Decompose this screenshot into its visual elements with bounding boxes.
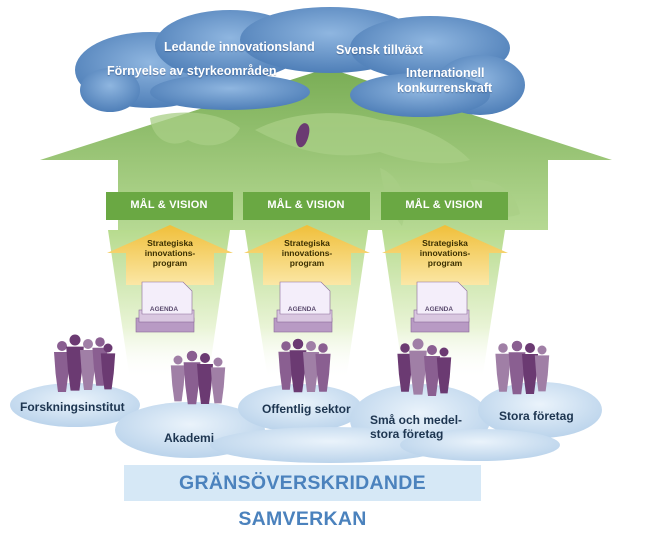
person-icon [303, 341, 319, 392]
person-icon [197, 353, 213, 404]
stakeholder-large-companies: Stora företag [499, 409, 574, 423]
cross-border-collaboration-banner: GRÄNSÖVERSKRIDANDE SAMVERKAN [124, 465, 481, 530]
goal-box-label-1: MÅL & VISION [130, 199, 208, 211]
bottom-clouds [10, 382, 602, 463]
program-label-1: Strategiska innovations- program [144, 238, 196, 269]
stakeholder-sme-line2: stora företag [370, 427, 444, 441]
person-icon [397, 343, 413, 392]
person-icon [495, 343, 511, 392]
program-arrows [107, 225, 508, 285]
agenda-label-1: AGENDA [149, 306, 179, 313]
goal-box-label-3: MÅL & VISION [405, 199, 483, 211]
person-icon [315, 343, 331, 392]
goal-text-leading: Ledande innovationsland [164, 40, 315, 54]
collaboration-diagram [10, 7, 612, 463]
person-icon [170, 355, 186, 402]
goal-boxes [106, 192, 508, 220]
person-icon [210, 357, 226, 404]
program-label-2: Strategiska innovations- program [281, 238, 333, 269]
person-icon [54, 341, 70, 392]
goal-text-growth: Svensk tillväxt [336, 43, 423, 57]
people-groups [54, 334, 550, 405]
top-cloud [75, 7, 525, 117]
stakeholder-public-sector: Offentlig sektor [262, 402, 351, 416]
person-icon [80, 339, 96, 390]
agenda-stacks [135, 281, 470, 333]
person-icon [409, 338, 427, 395]
person-icon [424, 345, 440, 396]
agenda-label-2: AGENDA [287, 306, 317, 313]
goal-box-label-2: MÅL & VISION [267, 199, 345, 211]
goal-text-renewal: Förnyelse av styrkeområden [107, 64, 277, 78]
person-icon [522, 343, 538, 394]
person-icon [100, 343, 116, 390]
person-icon [436, 347, 452, 394]
program-label-3: Strategiska innovations- program [419, 238, 471, 269]
stakeholder-sme-line1: Små och medel- [370, 413, 463, 427]
stakeholder-research-institutes: Forskningsinstitut [20, 400, 125, 414]
person-icon [66, 334, 84, 391]
person-icon [183, 350, 201, 405]
person-icon [289, 338, 307, 393]
person-icon [508, 340, 526, 395]
person-icon [278, 341, 294, 390]
agenda-stack-1 [135, 281, 195, 333]
sweden-icon [295, 123, 310, 148]
agenda-stack-3 [410, 281, 470, 333]
person-icon [534, 345, 550, 392]
stakeholder-academia: Akademi [164, 431, 215, 445]
agenda-stack-2 [273, 281, 333, 333]
agenda-label-3: AGENDA [424, 306, 454, 313]
goal-text-competitiveness: konkurrenskraft [397, 81, 493, 95]
goal-text-international: Internationell [406, 66, 485, 80]
